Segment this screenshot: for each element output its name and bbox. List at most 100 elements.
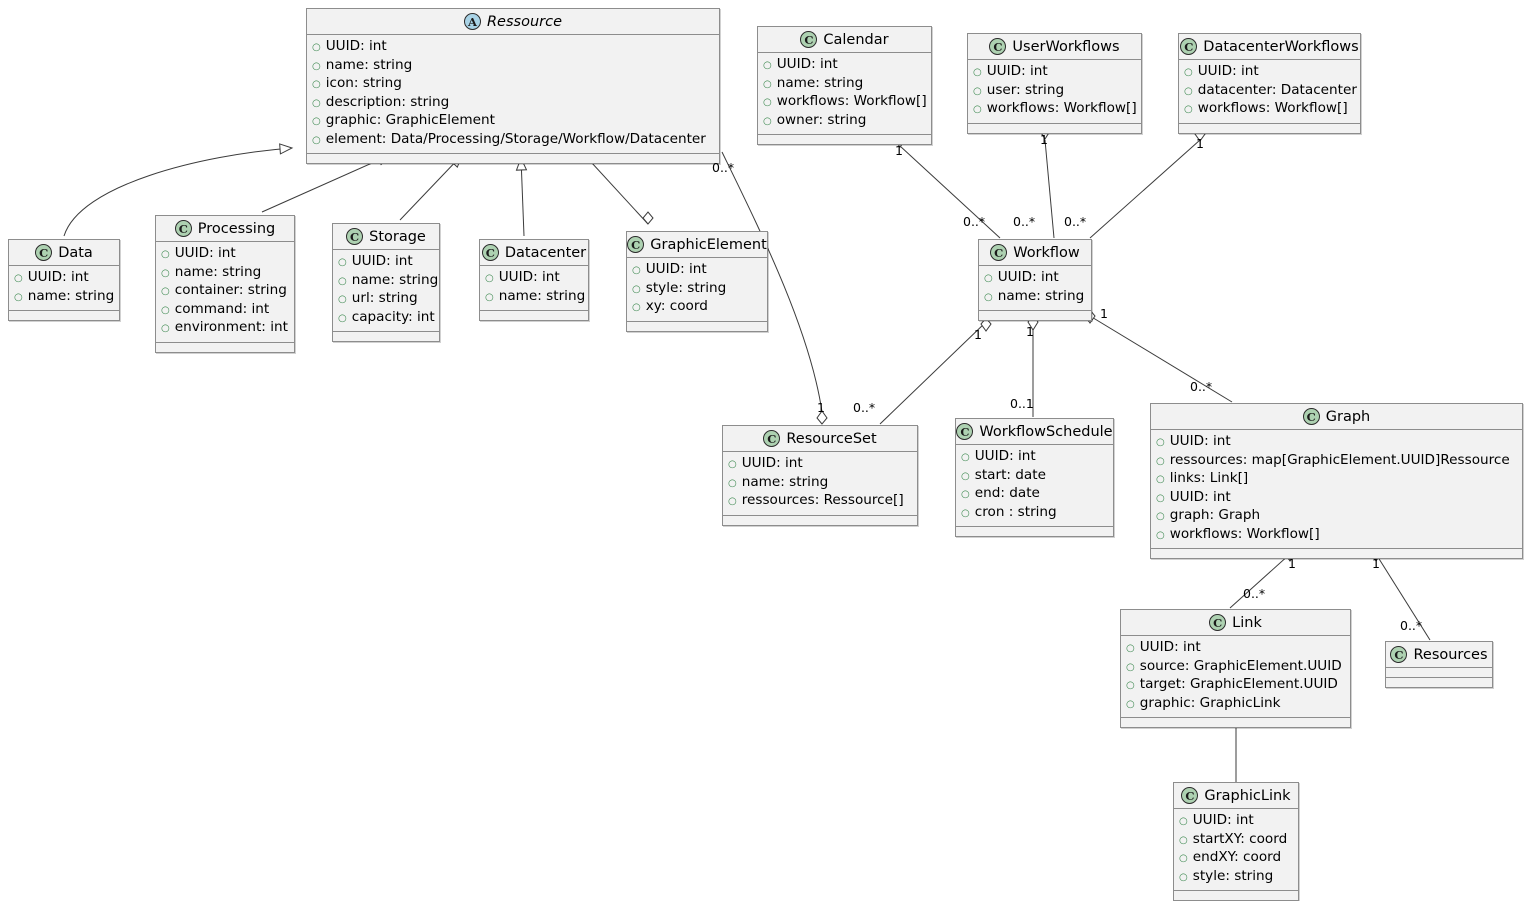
class-operations-workflow bbox=[979, 311, 1091, 320]
edge-storage-ressource bbox=[399, 154, 463, 221]
attribute-row: ○UUID: int bbox=[312, 38, 713, 57]
class-operations-graphicelement bbox=[627, 321, 767, 331]
attribute-text: style: string bbox=[1192, 867, 1274, 884]
class-attributes-workflow: ○UUID: int○name: string bbox=[979, 266, 1091, 311]
attribute-text: UUID: int bbox=[1139, 639, 1201, 655]
visibility-public-icon: ○ bbox=[1156, 492, 1165, 504]
attribute-text: environment: int bbox=[174, 319, 288, 335]
attribute-row: ○graphic: GraphicLink bbox=[1126, 695, 1344, 714]
visibility-public-icon: ○ bbox=[312, 60, 321, 72]
attribute-text: UUID: int bbox=[1197, 63, 1259, 79]
attribute-row: ○target: GraphicElement.UUID bbox=[1126, 676, 1344, 695]
attribute-text: name: string bbox=[325, 56, 413, 73]
attribute-row: ○xy: coord bbox=[632, 298, 761, 317]
multiplicity-label: 0..* bbox=[1243, 586, 1266, 601]
visibility-public-icon: ○ bbox=[632, 265, 641, 276]
attribute-text: name: string bbox=[776, 74, 864, 91]
class-operations-calendar bbox=[758, 135, 931, 144]
edge-workflow-resourceset bbox=[879, 321, 987, 425]
class-icon: C bbox=[1390, 646, 1408, 663]
class-name-ressource: Ressource bbox=[486, 13, 563, 30]
class-icon: C bbox=[35, 244, 53, 261]
attribute-row: ○UUID: int bbox=[984, 269, 1085, 288]
class-attributes-processing: ○UUID: int ○ name: string ○container: strin… bbox=[156, 242, 294, 343]
class-operations-datacenterworkflows bbox=[1179, 123, 1360, 133]
visibility-public-icon: ○ bbox=[973, 85, 982, 97]
visibility-public-icon: ○ bbox=[763, 97, 772, 108]
visibility-public-icon: ○ bbox=[961, 470, 970, 482]
class-name-workflowschedule: WorkflowSchedule bbox=[979, 423, 1113, 440]
attribute-text: workflows: Workflow[] bbox=[986, 100, 1137, 116]
visibility-public-icon: ○ bbox=[1156, 455, 1165, 467]
visibility-public-icon: ○ bbox=[1156, 529, 1165, 541]
visibility-public-icon: ○ bbox=[161, 304, 170, 316]
visibility-public-icon: ○ bbox=[1156, 511, 1165, 522]
attribute-text: cron : string bbox=[974, 503, 1057, 520]
class-attributes-resources bbox=[1386, 668, 1492, 678]
class-attributes-datacenterworkflows: ○UUID: int○datacenter: Datacenter○workfl… bbox=[1179, 60, 1360, 124]
visibility-public-icon: ○ bbox=[728, 477, 737, 489]
attribute-row: ○ name: string bbox=[312, 57, 713, 76]
attribute-text: name: string bbox=[174, 263, 262, 280]
attribute-text: name: string bbox=[27, 287, 115, 304]
visibility-public-icon: ○ bbox=[312, 116, 321, 127]
attribute-text: name: string bbox=[741, 473, 829, 490]
attribute-row: ○UUID: int bbox=[338, 253, 433, 272]
class-attributes-datacenter: ○UUID: int○name: string bbox=[480, 266, 588, 311]
class-icon: C bbox=[1209, 614, 1227, 631]
attribute-row: ○UUID: int bbox=[485, 269, 582, 288]
visibility-public-icon: ○ bbox=[14, 291, 23, 303]
visibility-public-icon: ○ bbox=[763, 78, 772, 90]
visibility-public-icon: ○ bbox=[973, 67, 982, 78]
class-operations-ressource bbox=[307, 154, 719, 163]
attribute-text: UUID: int bbox=[776, 56, 838, 72]
attribute-row: ○ user: string bbox=[973, 82, 1135, 101]
class-icon: C bbox=[1302, 408, 1320, 425]
attribute-row: ○description: string bbox=[312, 94, 713, 113]
multiplicity-label: 1 bbox=[1026, 324, 1034, 339]
edge-dcworkflows-workflow bbox=[1089, 139, 1201, 239]
attribute-text: ressources: map[GraphicElement.UUID]Ress… bbox=[1169, 451, 1510, 468]
visibility-public-icon: ○ bbox=[763, 60, 772, 71]
attribute-row: ○datacenter: Datacenter bbox=[1184, 81, 1357, 101]
class-name-processing: Processing bbox=[197, 220, 276, 237]
attribute-text: icon: string bbox=[325, 75, 402, 91]
attribute-text: startXY: coord bbox=[1192, 830, 1288, 847]
attribute-text: user: string bbox=[986, 81, 1065, 98]
multiplicity-label: 1 bbox=[1288, 556, 1296, 571]
attribute-row: ○graphic: GraphicElement bbox=[312, 112, 713, 131]
multiplicity-label: 0..* bbox=[853, 400, 876, 415]
visibility-public-icon: ○ bbox=[338, 294, 347, 305]
attribute-text: UUID: int bbox=[325, 38, 387, 54]
multiplicity-label: 0..* bbox=[1013, 214, 1036, 229]
attribute-text: xy: coord bbox=[645, 298, 708, 314]
attribute-row: ○owner: string bbox=[763, 112, 925, 131]
attribute-text: datacenter: Datacenter bbox=[1197, 81, 1357, 98]
attribute-row: ○container: string bbox=[161, 282, 288, 301]
class-name-datacenter: Datacenter bbox=[504, 244, 587, 261]
attribute-row: ○UUID: int bbox=[161, 245, 288, 264]
class-icon: C bbox=[1180, 38, 1198, 55]
